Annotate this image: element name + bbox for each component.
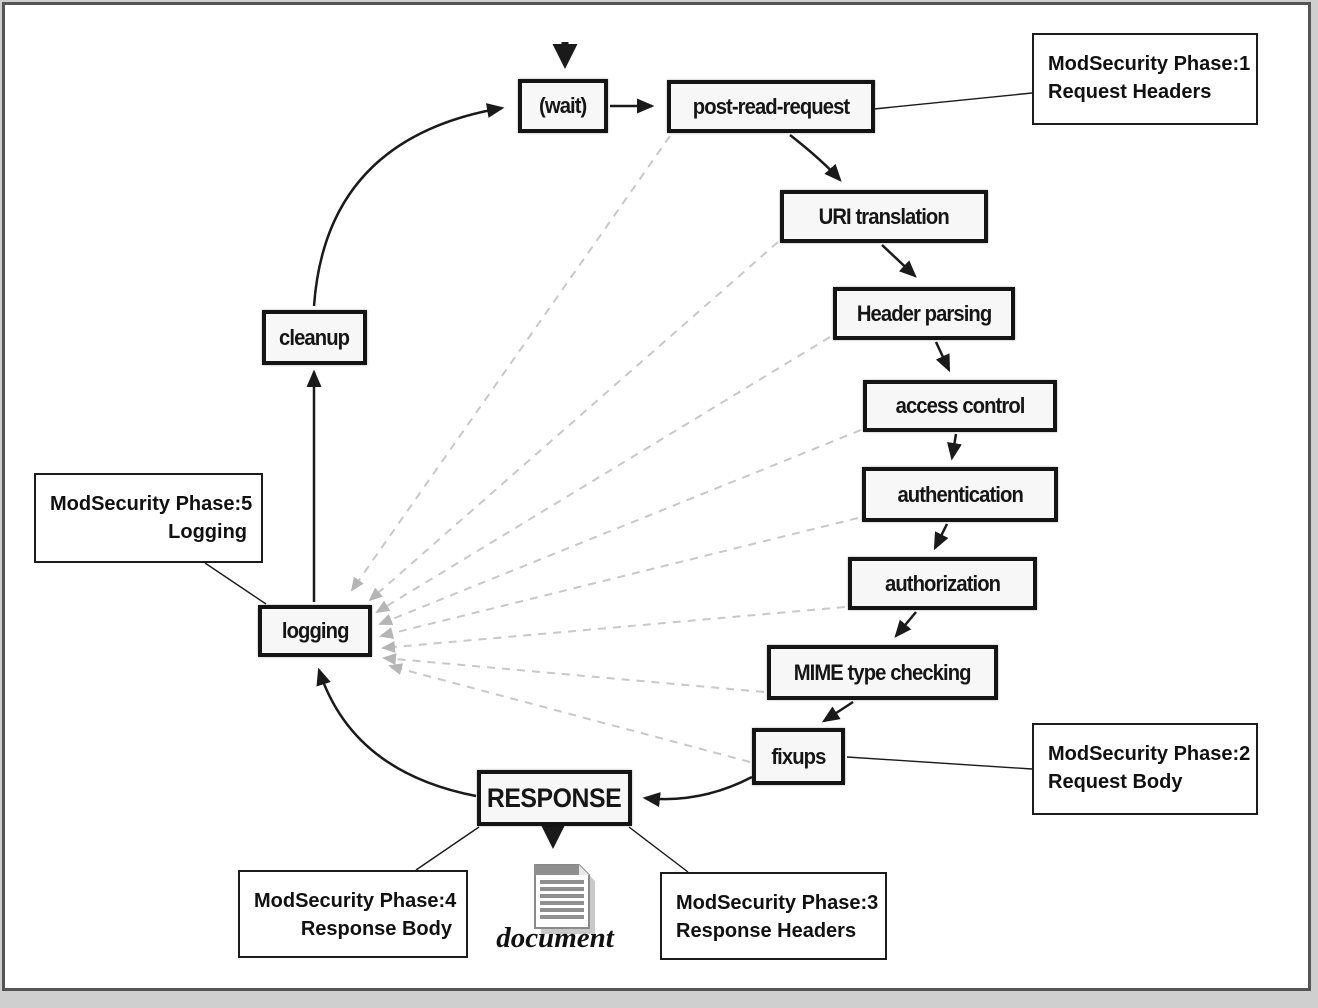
node-response-label: RESPONSE xyxy=(487,782,622,813)
node-cleanup-label: cleanup xyxy=(279,324,350,350)
node-authorization: authorization xyxy=(848,557,1037,610)
annotation-phase4-line2: Response Body xyxy=(300,918,452,941)
document-icon xyxy=(534,864,595,934)
node-post-read-request-label: post-read-request xyxy=(692,93,850,119)
document-label: document xyxy=(496,922,614,954)
annotation-phase1-line1: ModSecurity Phase:1 xyxy=(1048,53,1251,75)
node-uri-translation: URI translation xyxy=(780,190,988,243)
annotation-phase5: ModSecurity Phase:5 Logging xyxy=(34,473,263,563)
annotation-phase3: ModSecurity Phase:3 Response Headers xyxy=(660,872,887,960)
node-response: RESPONSE xyxy=(477,770,632,826)
annotation-phase1: ModSecurity Phase:1 Request Headers xyxy=(1032,33,1258,125)
annotation-phase2: ModSecurity Phase:2 Request Body xyxy=(1032,723,1258,815)
node-cleanup: cleanup xyxy=(262,310,367,365)
node-header-parsing-label: Header parsing xyxy=(856,300,992,326)
node-fixups: fixups xyxy=(752,728,845,785)
annotation-phase4: ModSecurity Phase:4 Response Body xyxy=(238,870,468,958)
annotation-phase5-line1: ModSecurity Phase:5 xyxy=(50,493,253,515)
node-mime-type-checking: MIME type checking xyxy=(767,645,998,700)
annotation-phase5-line2: Logging xyxy=(168,521,247,544)
annotation-phase2-line2: Request Body xyxy=(1048,771,1183,794)
annotation-phase4-line1: ModSecurity Phase:4 xyxy=(254,890,457,912)
annotation-phase1-line2: Request Headers xyxy=(1048,81,1212,104)
node-wait-label: (wait) xyxy=(539,93,587,118)
node-fixups-label: fixups xyxy=(771,743,826,769)
annotation-phase3-line1: ModSecurity Phase:3 xyxy=(676,892,879,914)
node-header-parsing: Header parsing xyxy=(833,287,1015,340)
annotation-phase2-line1: ModSecurity Phase:2 xyxy=(1048,743,1251,765)
node-logging: logging xyxy=(258,605,372,657)
node-post-read-request: post-read-request xyxy=(667,80,875,133)
node-access-control: access control xyxy=(863,380,1057,432)
node-mime-type-checking-label: MIME type checking xyxy=(794,659,972,685)
node-wait: (wait) xyxy=(518,79,608,133)
node-authentication: authentication xyxy=(862,467,1058,522)
node-authentication-label: authentication xyxy=(897,481,1023,507)
node-access-control-label: access control xyxy=(895,393,1026,418)
node-logging-label: logging xyxy=(281,618,350,643)
node-authorization-label: authorization xyxy=(884,570,1001,596)
annotation-phase3-line2: Response Headers xyxy=(676,920,857,943)
node-uri-translation-label: URI translation xyxy=(818,203,950,229)
